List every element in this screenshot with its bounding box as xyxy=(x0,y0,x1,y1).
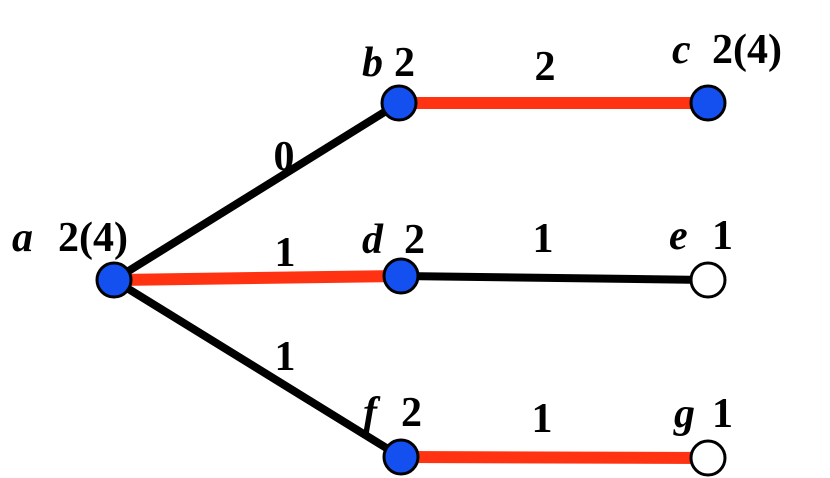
node-value-c: 2(4) xyxy=(712,27,782,73)
node-name-d: d xyxy=(362,217,384,263)
node-name-a: a xyxy=(12,215,33,261)
node-d xyxy=(382,257,420,295)
node-a xyxy=(95,261,133,299)
edge-weight-f-g: 1 xyxy=(532,396,553,442)
edge-d-e xyxy=(397,272,712,284)
edge-weight-b-c: 2 xyxy=(535,44,556,90)
edge-f-g xyxy=(395,451,714,464)
node-name-b: b xyxy=(362,40,383,86)
edge-a-d xyxy=(108,270,407,286)
node-value-g: 1 xyxy=(712,391,733,437)
node-f xyxy=(382,438,420,476)
node-name-e: e xyxy=(669,213,688,259)
node-name-c: c xyxy=(672,27,691,73)
node-name-g: g xyxy=(673,391,695,437)
edge-a-b xyxy=(110,99,403,284)
node-c xyxy=(689,84,727,122)
node-e xyxy=(689,261,727,299)
edge-a-f xyxy=(110,276,405,461)
node-value-d: 2 xyxy=(404,217,425,263)
edge-weight-d-e: 1 xyxy=(533,216,554,262)
edge-weight-a-b: 0 xyxy=(274,134,295,180)
edge-weight-a-f: 1 xyxy=(275,334,296,380)
nodes-layer xyxy=(95,84,727,477)
node-value-f: 2 xyxy=(401,390,422,436)
node-g xyxy=(689,439,727,477)
edges-layer xyxy=(108,97,714,464)
node-value-e: 1 xyxy=(712,213,733,259)
edge-weight-a-d: 1 xyxy=(275,230,296,276)
node-b xyxy=(380,84,418,122)
edge-weights-layer: 0 1 1 2 1 1 xyxy=(274,44,556,442)
node-value-a: 2(4) xyxy=(58,215,128,261)
node-name-f: f xyxy=(363,390,381,436)
node-value-b: 2 xyxy=(394,40,415,86)
